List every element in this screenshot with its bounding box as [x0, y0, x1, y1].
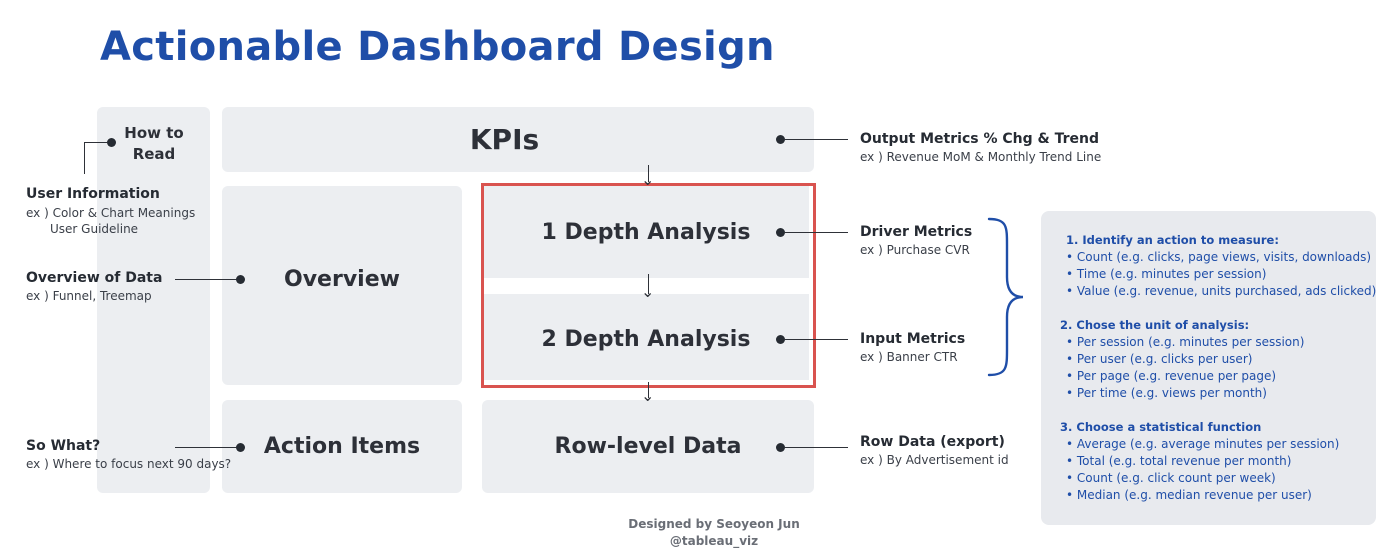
- depth1-box: [483, 186, 809, 278]
- panel-section2-heading: 2. Chose the unit of analysis:: [1060, 318, 1250, 332]
- output-metrics-line1: ex ) Revenue MoM & Monthly Trend Line: [860, 150, 1102, 164]
- kpis-label: KPIs: [469, 123, 540, 156]
- arrow-line-kpi-to-depth1: [648, 165, 649, 182]
- connector-dot: [107, 138, 116, 147]
- panel-section1-item: • Time (e.g. minutes per session): [1066, 267, 1267, 281]
- action-items-box: [222, 400, 462, 493]
- so-what-line1: ex ) Where to focus next 90 days?: [26, 457, 232, 471]
- user-information-line1: ex ) Color & Chart Meanings: [26, 206, 196, 220]
- connector-line: [175, 279, 239, 280]
- panel-section2-item: • Per page (e.g. revenue per page): [1066, 369, 1277, 383]
- panel-section1-heading: 1. Identify an action to measure:: [1066, 233, 1279, 247]
- row-data-line1: ex ) By Advertisement id: [860, 453, 1009, 467]
- input-metrics-heading: Input Metrics: [860, 331, 966, 347]
- depth1-label: 1 Depth Analysis: [541, 219, 751, 245]
- page-title: Actionable Dashboard Design: [100, 24, 775, 70]
- connector-line: [84, 142, 85, 174]
- connector-dot: [776, 228, 785, 237]
- connector-dot: [776, 443, 785, 452]
- connector-line: [784, 232, 848, 233]
- connector-dot: [236, 443, 245, 452]
- user-information-heading: User Information: [26, 186, 160, 202]
- panel-section3-item: • Median (e.g. median revenue per user): [1066, 488, 1312, 502]
- connector-dot: [776, 135, 785, 144]
- driver-metrics-heading: Driver Metrics: [860, 224, 973, 240]
- connector-line: [175, 447, 239, 448]
- output-metrics-heading: Output Metrics % Chg & Trend: [860, 131, 1099, 147]
- overview-of-data-line1: ex ) Funnel, Treemap: [26, 289, 152, 303]
- user-information-line2: User Guideline: [50, 222, 139, 236]
- connector-line: [784, 139, 848, 140]
- panel-section1-item: • Count (e.g. clicks, page views, visits…: [1066, 250, 1372, 264]
- input-metrics-line1: ex ) Banner CTR: [860, 350, 958, 364]
- row-level-data-label: Row-level Data: [554, 434, 742, 459]
- how-to-read-box: [97, 107, 210, 493]
- connector-dot: [776, 335, 785, 344]
- arrow-line-depth1-to-depth2: [648, 274, 649, 294]
- overview-label: Overview: [284, 266, 400, 292]
- action-items-label: Action Items: [263, 434, 421, 459]
- panel-section1-item: • Value (e.g. revenue, units purchased, …: [1066, 284, 1377, 298]
- arrow-head-down: ⌄: [641, 170, 655, 189]
- driver-metrics-line1: ex ) Purchase CVR: [860, 243, 970, 257]
- arrow-line-depth2-to-row: [648, 382, 649, 398]
- credit-handle: @tableau_viz: [669, 534, 759, 548]
- row-level-data-box: [482, 400, 814, 493]
- curly-brace: [987, 217, 1024, 377]
- so-what-heading: So What?: [26, 438, 101, 454]
- arrow-head-down: ⌄: [641, 386, 655, 405]
- connector-line: [84, 142, 108, 143]
- panel-section2-item: • Per time (e.g. views per month): [1066, 386, 1267, 400]
- panel-section2-item: • Per session (e.g. minutes per session): [1066, 335, 1305, 349]
- panel-section3-item: • Count (e.g. click count per week): [1066, 471, 1276, 485]
- how-to-read-label: How to Read: [124, 124, 184, 163]
- kpis-box: [222, 107, 814, 172]
- metric-guide-panel: [1041, 211, 1376, 525]
- credit-author: Designed by Seoyeon Jun: [628, 517, 800, 531]
- connector-dot: [236, 275, 245, 284]
- connector-line: [784, 447, 848, 448]
- panel-section3-item: • Average (e.g. average minutes per sess…: [1066, 437, 1340, 451]
- overview-of-data-heading: Overview of Data: [26, 270, 163, 286]
- panel-section2-item: • Per user (e.g. clicks per user): [1066, 352, 1253, 366]
- panel-section3-item: • Total (e.g. total revenue per month): [1066, 454, 1292, 468]
- arrow-head-down: ⌄: [641, 282, 655, 301]
- row-data-heading: Row Data (export): [860, 434, 1005, 450]
- overview-box: [222, 186, 462, 385]
- depth2-box: [483, 294, 809, 380]
- connector-line: [784, 339, 848, 340]
- panel-section3-heading: 3. Choose a statistical function: [1060, 420, 1262, 434]
- depth2-label: 2 Depth Analysis: [541, 326, 751, 352]
